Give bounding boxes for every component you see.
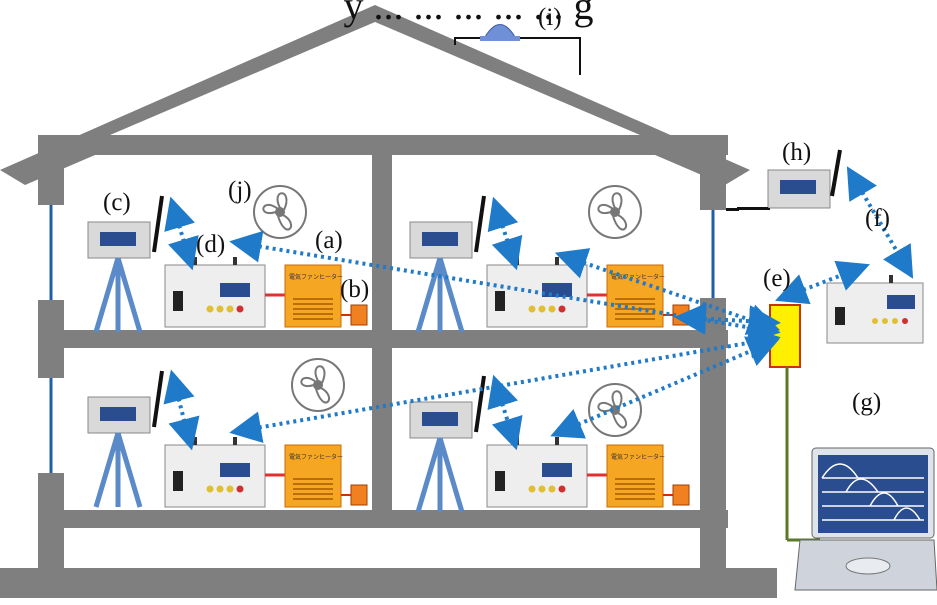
wireless-link <box>163 369 200 451</box>
label-h: (h) <box>782 139 811 166</box>
laptop <box>794 447 937 591</box>
foundation-right <box>700 528 726 570</box>
heater: 電気ファンヒーター <box>284 264 343 328</box>
outdoor-controller <box>826 275 924 344</box>
network-hub <box>769 304 801 368</box>
wireless-link <box>674 302 781 338</box>
tripod-sensor <box>87 195 164 333</box>
ground <box>0 568 777 598</box>
controller-unit: 電気ファンヒーター <box>486 257 690 328</box>
controller-unit: 電気ファンヒーター <box>486 437 690 508</box>
roof-sensor <box>454 24 581 75</box>
heater-label: 電気ファンヒーター <box>289 453 343 461</box>
controller-unit: 電気ファンヒーター <box>164 437 368 508</box>
wireless-link <box>846 166 914 279</box>
smart-plug <box>672 484 690 506</box>
heater: 電気ファンヒーター <box>284 444 343 508</box>
smart-plug <box>350 484 368 506</box>
tripod-sensor <box>87 370 164 508</box>
wireless-link <box>550 336 780 439</box>
attic-floor <box>38 135 728 155</box>
second-floor-slab <box>38 330 728 348</box>
label-a: (a) <box>315 227 343 254</box>
label-i: (i) <box>538 4 562 31</box>
foundation-left <box>38 528 64 570</box>
label-j: (j) <box>228 177 252 204</box>
label-b: (b) <box>340 276 369 303</box>
label-e: (e) <box>763 265 791 292</box>
first-floor-slab <box>38 510 728 528</box>
fan-icon <box>253 185 307 239</box>
fan-icon <box>588 185 642 239</box>
fan-icon <box>291 358 345 412</box>
label-g: (g) <box>852 389 881 416</box>
tripod-sensor <box>409 195 486 333</box>
heater: 電気ファンヒーター <box>606 264 665 328</box>
labels: (a) (b) (c) (d) (e) (f) (g) (h) (i) (j) <box>103 4 890 416</box>
wireless-link <box>775 260 870 305</box>
wireless-link <box>164 196 199 271</box>
wireless-link <box>487 196 523 271</box>
wireless-link <box>487 374 523 451</box>
attic-space <box>110 22 640 135</box>
controller-unit: 電気ファンヒーター <box>164 257 368 328</box>
heater: 電気ファンヒーター <box>606 444 665 508</box>
label-d: (d) <box>196 231 225 258</box>
caption-fragment: y ... ... ... ... ... g <box>343 0 594 28</box>
label-f: (f) <box>865 205 890 232</box>
outdoor-sensor <box>726 149 842 211</box>
label-c: (c) <box>103 189 131 216</box>
smart-plug <box>350 304 368 326</box>
fan-icon <box>588 383 642 437</box>
heater-label: 電気ファンヒーター <box>289 273 343 281</box>
heater-label: 電気ファンヒーター <box>611 453 665 461</box>
